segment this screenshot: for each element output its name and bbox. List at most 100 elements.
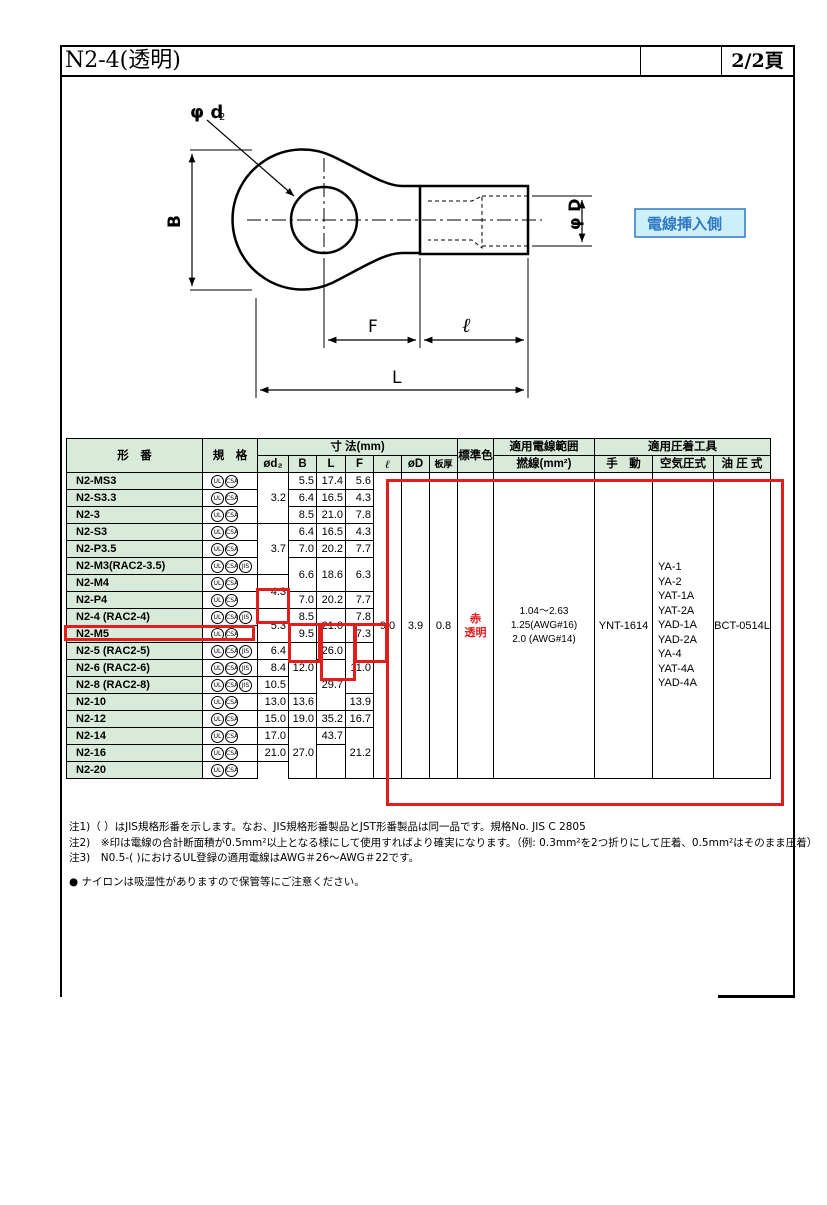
air-tool-item: YAT-4A — [658, 662, 695, 675]
L-cell: 18.6 — [316, 557, 346, 592]
B-cell: 13.6 — [288, 693, 317, 711]
col-model: 形 番 — [66, 438, 203, 473]
d2-cell: 13.0 — [257, 693, 289, 711]
col-F: F — [345, 455, 374, 473]
col-manual: 手 動 — [594, 455, 653, 473]
d2-cell: 3.2 — [257, 472, 289, 524]
F-cell: 7.8 — [345, 608, 374, 626]
air-tool-item: YAT-2A — [658, 604, 695, 617]
wire-awg16: 1.25(AWG#16) — [510, 619, 578, 631]
wire-insertion-badge — [634, 208, 746, 238]
label-B: B — [165, 215, 185, 228]
thickness-cell: 0.8 — [429, 472, 458, 779]
ring-outline — [231, 148, 403, 291]
col-air: 空気圧式 — [652, 455, 714, 473]
header-blank-cell — [641, 47, 722, 75]
F-cell: 7.3 — [345, 625, 374, 643]
model-cell: N2-4 (RAC2-4) — [66, 608, 203, 626]
B-cell: 7.0 — [288, 591, 317, 609]
B-cell: 6.4 — [288, 523, 317, 541]
cert-mark-icon: CSA — [225, 576, 238, 590]
B-cell: 7.0 — [288, 540, 317, 558]
col-dimensions: 寸 法(mm) — [257, 438, 458, 456]
label-D: φ D — [565, 199, 584, 230]
air-tool-item: YAT-1A — [658, 590, 695, 603]
model-cell: N2-3 — [66, 506, 203, 524]
cert-mark-icon: CSA — [225, 525, 238, 539]
F-cell: 7.8 — [345, 506, 374, 524]
L-cell: 17.4 — [316, 472, 346, 490]
cert-mark-icon: CSA — [225, 712, 238, 726]
d2-cell: 8.4 — [257, 659, 289, 677]
L-cell: 21.0 — [316, 506, 346, 524]
cert-mark-icon: UL — [211, 746, 224, 760]
B-cell: 19.0 — [288, 710, 317, 728]
air-tool-item: YA-4 — [658, 648, 682, 661]
B-cell: 8.5 — [288, 506, 317, 524]
wire-insertion-label: 電線挿入側 — [647, 215, 722, 233]
wire-range: 1.04～2.63 — [519, 605, 569, 617]
L-cell: 29.7 — [316, 659, 346, 711]
color-cell: 赤透明 — [457, 472, 494, 779]
page-number: 2/2頁 — [731, 50, 784, 72]
B-cell: 27.0 — [288, 727, 317, 779]
col-wire: 適用電線範囲 — [493, 438, 595, 456]
model-cell: N2-6 (RAC2-6) — [66, 659, 203, 677]
B-cell: 6.6 — [288, 557, 317, 592]
cert-mark-icon: JIS — [239, 678, 252, 692]
cert-mark-icon: UL — [211, 644, 224, 658]
d2-cell: 10.5 — [257, 676, 289, 694]
col-standard: 規 格 — [202, 438, 258, 473]
B-cell: 5.5 — [288, 472, 317, 490]
cert-mark-icon: CSA — [225, 542, 238, 556]
F-cell: 7.7 — [345, 540, 374, 558]
model-cell: N2-M4 — [66, 574, 203, 592]
cert-mark-icon: CSA — [225, 474, 238, 488]
col-l: ℓ — [373, 455, 402, 473]
note-2: 注2) ※印は電線の合計断面積が0.5mm²以上となる様にして使用すればより確実… — [69, 836, 818, 849]
d2-cell: 17.0 — [257, 727, 289, 745]
label-d2-sub: 2 — [219, 112, 225, 123]
model-cell: N2-M3(RAC2-3.5) — [66, 557, 203, 575]
d2-cell: 5.3 — [257, 608, 289, 643]
frame-right-border — [793, 45, 795, 997]
cert-mark-icon: JIS — [239, 610, 252, 624]
manual-tool-cell: YNT-1614 — [594, 472, 653, 779]
frame-left-border — [60, 45, 62, 997]
cert-mark-icon: JIS — [239, 661, 252, 675]
col-hydraulic: 油 圧 式 — [713, 455, 771, 473]
F-cell: 6.3 — [345, 557, 374, 592]
F-cell: 5.6 — [345, 472, 374, 490]
cert-mark-icon: UL — [211, 474, 224, 488]
B-cell: 9.5 — [288, 625, 317, 643]
cert-mark-icon: UL — [211, 661, 224, 675]
color-new: 透明 — [464, 626, 487, 639]
F-cell: 11.0 — [345, 642, 374, 694]
cert-mark-icon: CSA — [225, 661, 238, 675]
col-L: L — [316, 455, 346, 473]
B-cell: 8.5 — [288, 608, 317, 626]
model-cell: N2-P4 — [66, 591, 203, 609]
air-tool-item: YA-2 — [658, 575, 682, 588]
cert-mark-icon: CSA — [225, 593, 238, 607]
model-cell: N2-16 — [66, 744, 203, 762]
